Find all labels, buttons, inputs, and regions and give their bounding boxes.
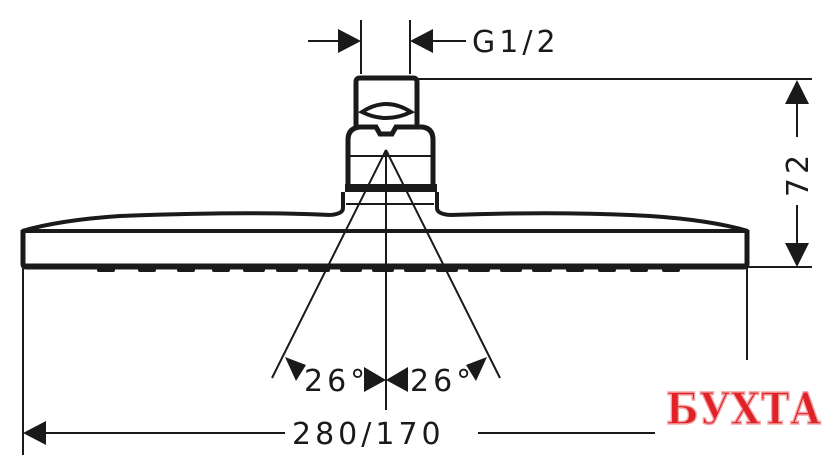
- height-label: 72: [781, 151, 816, 197]
- thread-label: G1/2: [472, 25, 560, 60]
- ball-joint: [329, 124, 451, 217]
- arrow-down-icon: [785, 243, 809, 267]
- arrow-left-icon: [386, 367, 408, 392]
- thread-dimension: [308, 20, 466, 74]
- arrow-left-icon: [23, 421, 46, 445]
- arrow-left-icon: [410, 29, 433, 53]
- arrow-up-icon: [785, 80, 809, 104]
- angle-arrows: [285, 357, 487, 392]
- watermark-logo: БУХТА: [666, 384, 822, 435]
- arrow-right-icon: [338, 29, 361, 53]
- nozzle-row: [97, 266, 680, 272]
- diameter-dimension: [22, 268, 748, 455]
- connector-nut: [353, 75, 812, 126]
- angle-right-label: 26°: [410, 364, 475, 399]
- arrow-icon: [466, 357, 487, 381]
- spray-angle-lines: [271, 149, 501, 410]
- arrow-right-icon: [364, 367, 386, 392]
- diameter-label: 280/170: [292, 417, 445, 452]
- height-dimension: [748, 80, 812, 268]
- arrow-icon: [285, 357, 306, 381]
- angle-left-label: 26°: [304, 364, 369, 399]
